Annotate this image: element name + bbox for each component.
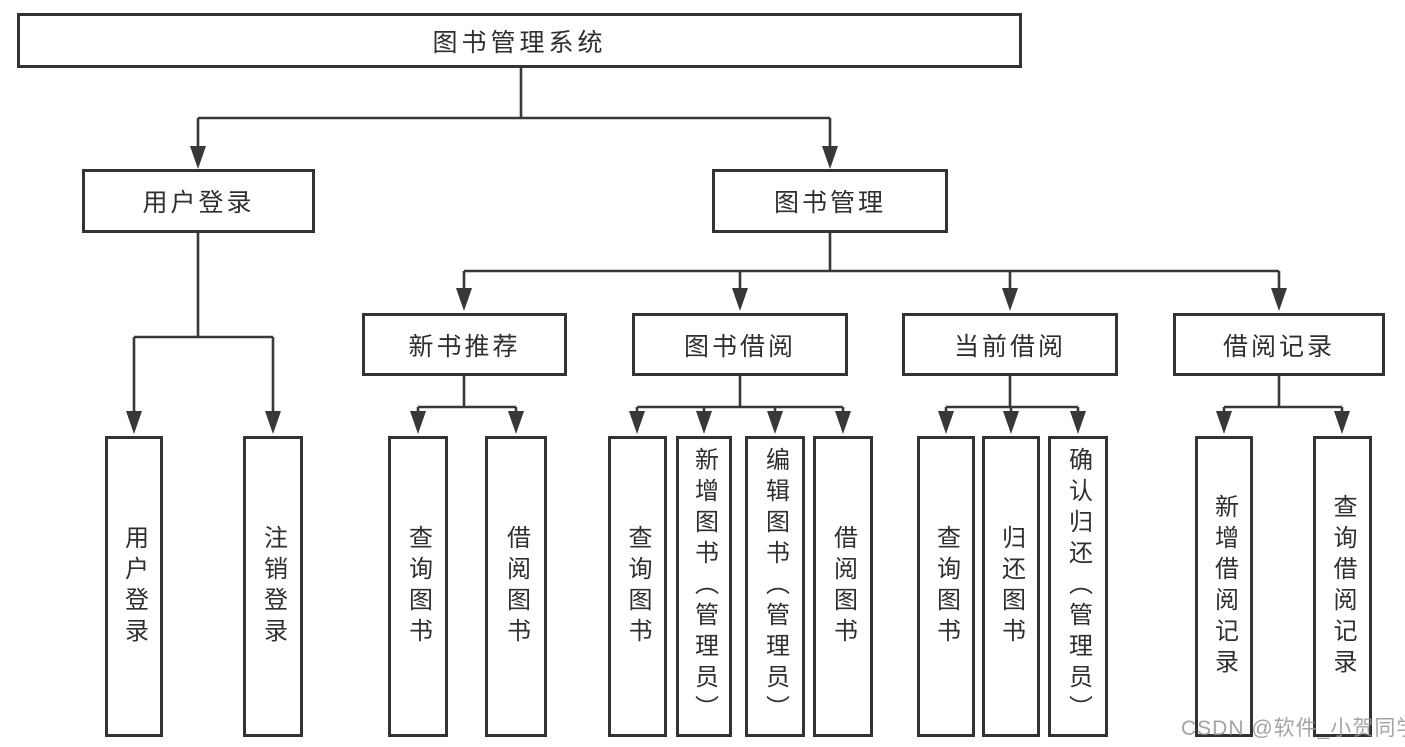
node-library-management-system: 图书管理系统 — [17, 13, 1022, 68]
connector-user-login-children — [126, 233, 281, 434]
node-book-management: 图书管理 — [712, 169, 948, 233]
node-label: 图书管理系统 — [432, 28, 607, 57]
node-label: 编辑图书（管理员） — [761, 447, 789, 726]
node-query-books-recommend: 查询图书 — [388, 436, 448, 737]
node-borrow-records: 借阅记录 — [1173, 313, 1385, 376]
node-label: 借阅记录 — [1222, 332, 1335, 361]
node-query-borrow-record: 查询借阅记录 — [1313, 436, 1372, 737]
node-logout: 注销登录 — [243, 436, 303, 737]
node-label: 用户登录 — [120, 524, 148, 649]
node-label: 注销登录 — [259, 524, 287, 649]
node-label: 查询借阅记录 — [1329, 493, 1356, 680]
node-new-book-recommend: 新书推荐 — [362, 313, 567, 376]
connector-book-borrow-children — [629, 376, 851, 434]
node-borrow-books: 借阅图书 — [813, 436, 873, 737]
node-add-borrow-record: 新增借阅记录 — [1195, 436, 1253, 737]
node-label: 图书管理 — [773, 189, 886, 217]
node-return-books: 归还图书 — [982, 436, 1040, 737]
node-label: 归还图书 — [997, 524, 1025, 649]
connector-borrow-records-children — [1216, 376, 1350, 434]
node-label: 查询图书 — [932, 524, 960, 649]
connector-book-management-children — [456, 233, 1287, 311]
node-user-login: 用户登录 — [82, 169, 315, 233]
node-label: 新增图书（管理员） — [690, 447, 718, 726]
connector-root-to-level1 — [190, 68, 838, 169]
node-label: 借阅图书 — [502, 524, 530, 649]
node-confirm-return-admin: 确认归还（管理员） — [1048, 436, 1108, 737]
node-user-login-action: 用户登录 — [105, 436, 163, 737]
node-label: 确认归还（管理员） — [1064, 447, 1092, 726]
connector-current-borrow-children — [938, 376, 1086, 434]
node-add-books-admin: 新增图书（管理员） — [676, 436, 732, 737]
node-label: 当前借阅 — [953, 332, 1066, 361]
node-edit-books-admin: 编辑图书（管理员） — [745, 436, 805, 737]
node-query-books-current: 查询图书 — [917, 436, 975, 737]
watermark: CSDN @软件_小贺同学 — [1181, 717, 1405, 740]
node-label: 新增借阅记录 — [1210, 493, 1238, 680]
node-label: 查询图书 — [404, 524, 432, 649]
node-label: 借阅图书 — [829, 524, 857, 649]
node-book-borrow: 图书借阅 — [632, 313, 848, 376]
node-label: 用户登录 — [142, 189, 255, 217]
node-label: 图书借阅 — [683, 332, 796, 361]
node-label: 新书推荐 — [408, 332, 521, 361]
node-current-borrow: 当前借阅 — [902, 313, 1118, 376]
connector-new-book-recommend-children — [410, 376, 524, 434]
node-query-books-borrow: 查询图书 — [608, 436, 667, 737]
node-borrow-books-recommend: 借阅图书 — [485, 436, 547, 737]
node-label: 查询图书 — [624, 524, 651, 649]
